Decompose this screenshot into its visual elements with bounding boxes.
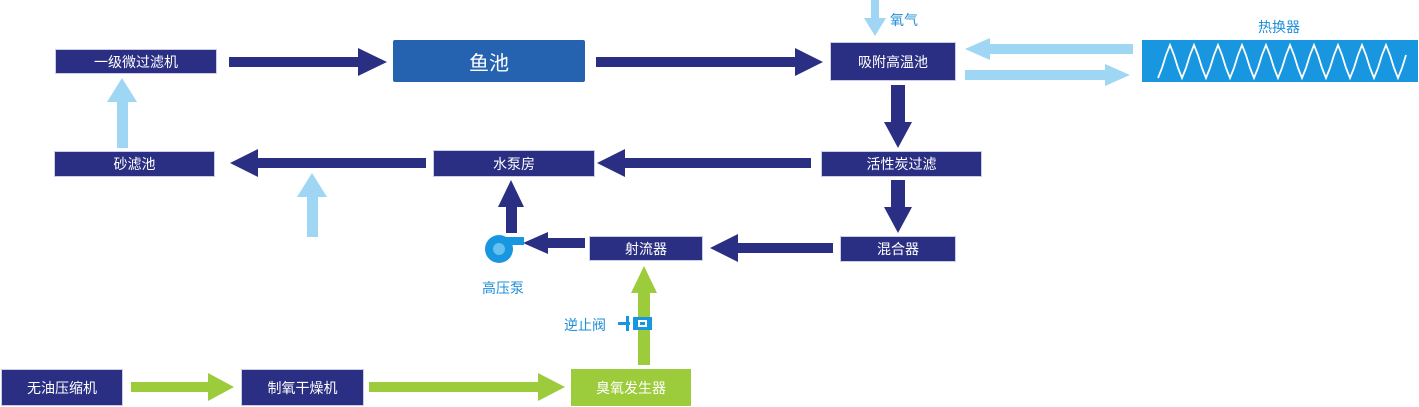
- arrow-pump-to-pumphouse: [498, 180, 524, 233]
- node-fish-pond: 鱼池: [393, 40, 585, 82]
- heat-exchanger-wave-overlay: [1157, 42, 1407, 81]
- arrow-pumphouse-to-sandfilter: [230, 149, 426, 177]
- node-adsorption-pool: 吸附高温池: [830, 42, 956, 81]
- node-ejector: 射流器: [589, 236, 703, 261]
- arrow-ejector-to-pump: [523, 232, 585, 254]
- node-carbon-filter: 活性炭过滤: [821, 151, 982, 177]
- arrow-heatexchanger-to-adsorption: [965, 38, 1133, 60]
- arrow-return-up: [297, 173, 327, 237]
- arrow-mixer-to-ejector: [710, 234, 833, 262]
- label-heat-exchanger: 热换器: [1258, 20, 1300, 36]
- arrow-sandfilter-to-microfilter: [107, 78, 137, 148]
- label-high-pressure-pump: 高压泵: [482, 281, 524, 297]
- node-ozone-generator: 臭氧发生器: [571, 369, 691, 406]
- node-micro-filter: 一级微过滤机: [55, 49, 217, 74]
- arrow-ozone-to-ejector: [631, 266, 657, 365]
- node-sand-filter: 砂滤池: [54, 151, 215, 177]
- arrow-pond-to-adsorption: [596, 48, 823, 76]
- arrow-adsorption-to-heatexchanger: [965, 64, 1130, 86]
- node-oxygen-dryer: 制氧干燥机: [241, 369, 364, 406]
- node-mixer: 混合器: [840, 236, 956, 262]
- label-check-valve: 逆止阀: [564, 318, 606, 334]
- arrow-adsorption-to-carbon: [884, 85, 912, 148]
- arrow-carbon-to-mixer: [884, 180, 912, 233]
- arrow-dryer-to-ozone: [369, 373, 565, 401]
- node-compressor: 无油压缩机: [1, 369, 123, 406]
- pump-icon: [485, 235, 524, 263]
- node-pump-house: 水泵房: [433, 150, 595, 177]
- check-valve-icon: [618, 316, 652, 331]
- label-oxygen: 氧气: [890, 13, 918, 29]
- arrow-compressor-to-dryer: [131, 373, 234, 401]
- arrow-carbon-to-pumphouse: [597, 149, 811, 177]
- arrow-filter-to-pond: [229, 48, 387, 76]
- arrow-oxygen-in: [864, 0, 886, 36]
